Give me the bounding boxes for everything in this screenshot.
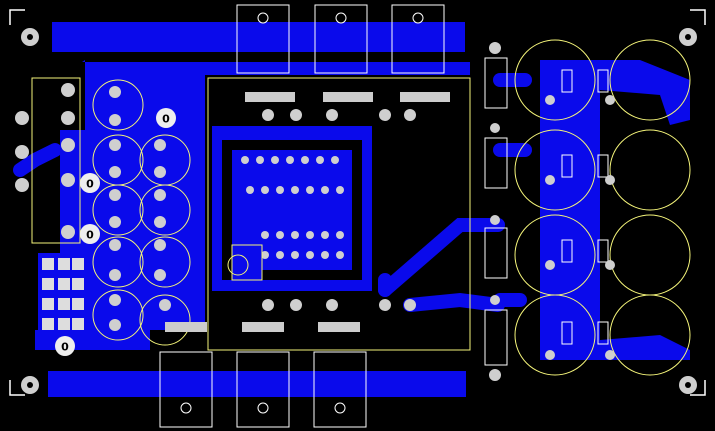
copper-bus-bottom — [48, 371, 466, 397]
right-vias — [489, 42, 615, 381]
transistors-bottom — [159, 322, 367, 428]
mounting-holes — [21, 28, 697, 394]
copper-pour-right — [540, 60, 690, 360]
trimmer-pot — [231, 244, 263, 281]
copper-pour-left — [35, 60, 470, 350]
transistors-top — [236, 4, 450, 102]
vias — [262, 109, 416, 311]
trimmer-circle — [227, 254, 249, 276]
pad-label-cap-left-2: 0 — [80, 224, 100, 244]
pad-label-text: 0 — [162, 113, 170, 126]
connector-outline — [31, 77, 81, 244]
pad-label-text: 0 — [86, 229, 94, 242]
board-outline-marks — [9, 9, 706, 396]
right-smd-resistors — [484, 57, 609, 366]
pad-label-text: 0 — [61, 341, 69, 354]
copper-bus-top — [52, 22, 465, 52]
capacitors-left — [92, 79, 191, 346]
pad-label-cap-bottom: 0 — [55, 336, 75, 356]
capacitor-pads-left — [109, 86, 171, 331]
ic-pads — [241, 156, 344, 259]
left-connector-pads — [15, 83, 75, 239]
pad-label-cap-top: 0 — [156, 108, 176, 128]
pad-label-text: 0 — [86, 178, 94, 191]
copper-traces — [13, 73, 532, 312]
right-caps — [514, 39, 691, 376]
smd-pads-left — [38, 253, 88, 333]
silkscreen-box-main — [207, 77, 471, 351]
pad-label-cap-left-1: 0 — [80, 173, 100, 193]
